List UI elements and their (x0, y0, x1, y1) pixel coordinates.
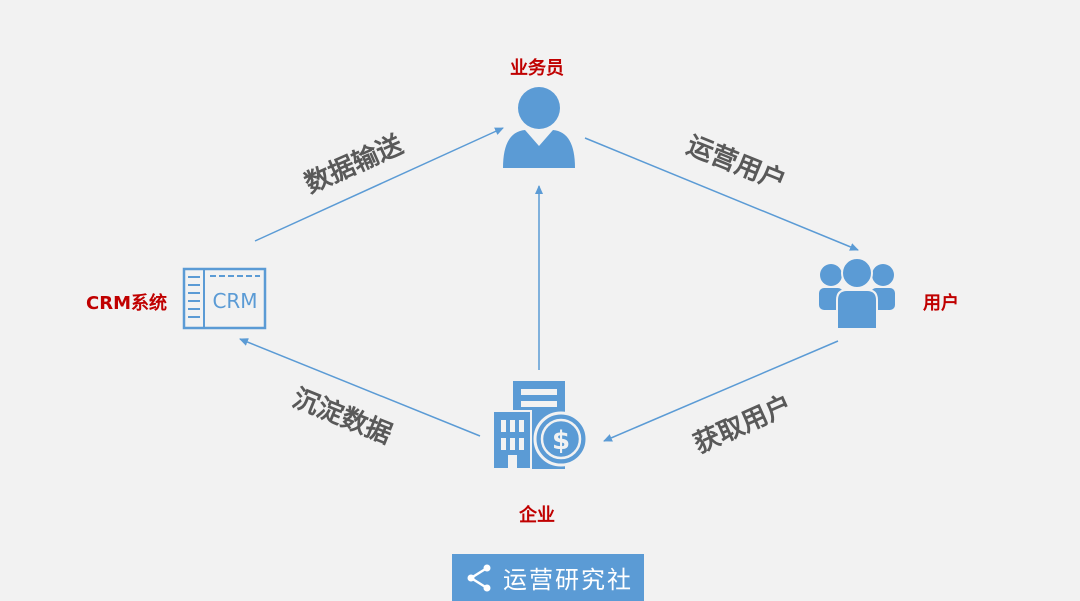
users-label: 用户 (923, 293, 959, 314)
building-dollar-icon: $ (492, 381, 589, 470)
arrow-enterprise-to-crm (239, 338, 481, 437)
share-icon (467, 564, 491, 591)
salesperson-label: 业务员 (510, 58, 564, 79)
users-group-icon (819, 257, 895, 330)
person-icon (503, 87, 575, 168)
arrow-crm-to-salesperson (254, 127, 504, 242)
crm-window-icon: CRM (182, 267, 267, 330)
svg-text:$: $ (552, 426, 570, 456)
arrow-users-to-enterprise (603, 340, 839, 442)
crm-label: CRM系统 (86, 293, 167, 314)
crm-icon-text: CRM (212, 289, 257, 313)
enterprise-label: 企业 (519, 505, 555, 526)
watermark-badge: 运营研究社 (452, 554, 644, 601)
arrow-salesperson-to-users (584, 137, 859, 251)
watermark-text: 运营研究社 (503, 566, 633, 594)
